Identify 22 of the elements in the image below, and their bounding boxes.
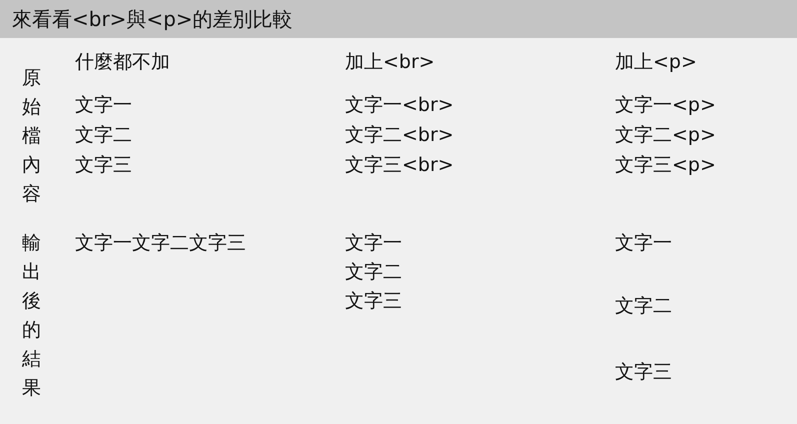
table-cell-text: 文字一 xyxy=(615,231,672,255)
title: 來看看<br>與<p>的差別比較 xyxy=(12,6,293,32)
table-cell-text: 文字一 xyxy=(345,231,402,255)
table-cell-text: 文字二 xyxy=(75,123,132,147)
table-cell-text: 文字二 xyxy=(345,260,402,284)
table-cell-text: 文字三<p> xyxy=(615,153,716,177)
column-header: 加上<p> xyxy=(615,50,697,74)
table-cell-text: 文字三<br> xyxy=(345,153,454,177)
table-cell-text: 文字二 xyxy=(615,294,672,318)
table-cell-text: 文字二<br> xyxy=(345,123,454,147)
table-cell-text: 文字一文字二文字三 xyxy=(75,231,246,255)
row-header: 原始檔內容 xyxy=(22,66,41,207)
table-cell-text: 文字一<br> xyxy=(345,93,454,117)
row-header: 輸出後的結果 xyxy=(22,231,41,401)
table-cell-text: 文字一<p> xyxy=(615,93,716,117)
table-cell-text: 文字三 xyxy=(615,360,672,384)
table-cell-text: 文字三 xyxy=(75,153,132,177)
table-cell-text: 文字一 xyxy=(75,93,132,117)
column-header: 什麼都不加 xyxy=(75,50,170,74)
table-cell-text: 文字二<p> xyxy=(615,123,716,147)
table-cell-text: 文字三 xyxy=(345,289,402,313)
column-header: 加上<br> xyxy=(345,50,435,74)
